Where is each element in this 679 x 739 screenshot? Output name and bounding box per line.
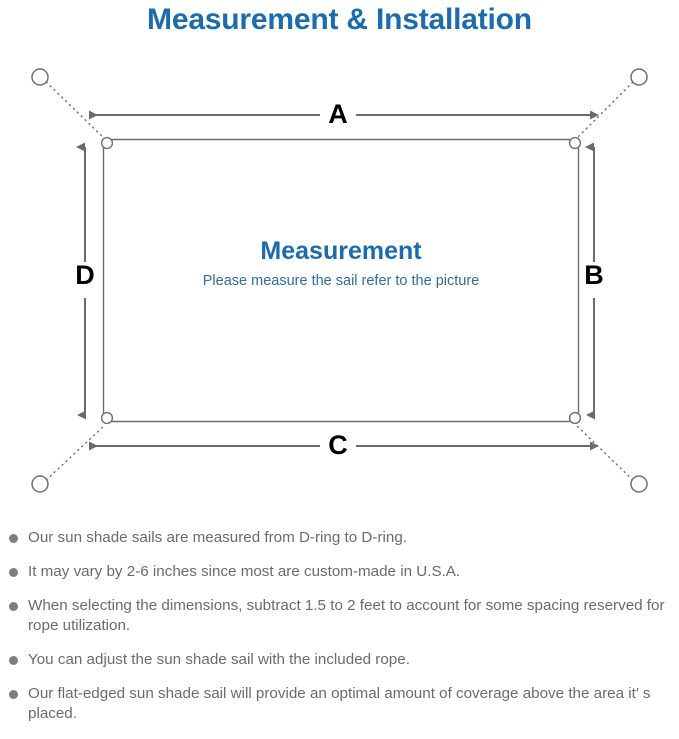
bullet-icon: [9, 690, 18, 699]
list-item: Our flat-edged sun shade sail will provi…: [0, 684, 679, 724]
rope-top-left: [41, 77, 106, 140]
rope-bottom-right: [575, 424, 638, 485]
list-item: It may vary by 2-6 inches since most are…: [0, 562, 679, 582]
bullet-icon: [9, 602, 18, 611]
rope-top-right: [575, 77, 638, 140]
anchor-point-bottom-right: [630, 475, 648, 493]
bullet-icon: [9, 534, 18, 543]
diagram-canvas: [31, 68, 648, 493]
d-ring-top-right: [568, 136, 582, 150]
rope-bottom-left: [41, 424, 106, 485]
anchor-point-top-left: [31, 68, 49, 86]
d-ring-top-left: [100, 136, 114, 150]
note-text: Our sun shade sails are measured from D-…: [28, 529, 407, 546]
rope-lines: [41, 77, 638, 485]
anchor-point-top-right: [630, 68, 648, 86]
notes-list: Our sun shade sails are measured from D-…: [0, 528, 679, 724]
list-item: You can adjust the sun shade sail with t…: [0, 650, 679, 670]
anchor-points: [31, 68, 648, 493]
sail-body: [102, 138, 580, 423]
bullet-icon: [9, 568, 18, 577]
note-text: It may vary by 2-6 inches since most are…: [28, 563, 461, 580]
page-title: Measurement & Installation: [147, 3, 532, 36]
d-ring-bottom-right: [568, 411, 582, 425]
anchor-point-bottom-left: [31, 475, 49, 493]
dimension-label-b: B: [584, 260, 604, 290]
dimension-label-c: C: [328, 430, 348, 460]
d-rings: [100, 136, 582, 425]
dimension-label-d: D: [75, 260, 95, 290]
list-item: Our sun shade sails are measured from D-…: [0, 528, 679, 548]
dimension-arrows: [76, 110, 599, 451]
note-text: When selecting the dimensions, subtract …: [28, 597, 665, 634]
bullet-icon: [9, 656, 18, 665]
d-ring-bottom-left: [100, 411, 114, 425]
shade-sail-diagram: A B C D: [0, 44, 679, 514]
note-text: Our flat-edged sun shade sail will provi…: [28, 685, 651, 722]
note-text: You can adjust the sun shade sail with t…: [28, 651, 410, 668]
dimension-label-a: A: [328, 99, 348, 129]
list-item: When selecting the dimensions, subtract …: [0, 596, 679, 636]
